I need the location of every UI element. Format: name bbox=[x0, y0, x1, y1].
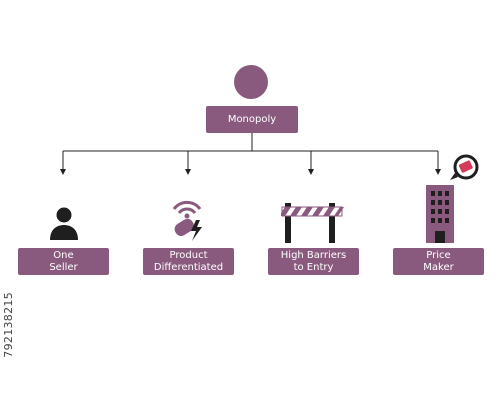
one-seller-line-2: Seller bbox=[49, 261, 78, 273]
high-barriers-line-2: to Entry bbox=[293, 261, 334, 273]
barrier-icon bbox=[281, 203, 344, 243]
price-maker-line-1: Price bbox=[426, 249, 451, 261]
high-barriers-line-1: High Barriers bbox=[280, 249, 347, 261]
box-product-differentiated: Product Differentiated bbox=[143, 248, 234, 275]
product-differentiated-line-2: Differentiated bbox=[153, 261, 224, 273]
product-differentiated-line-1: Product bbox=[169, 249, 208, 261]
root-box-monopoly: Monopoly bbox=[206, 106, 298, 133]
wireless-plug-icon bbox=[172, 200, 202, 241]
box-high-barriers: High Barriers to Entry bbox=[268, 248, 359, 275]
box-price-maker: Price Maker bbox=[393, 248, 484, 275]
building-price-tag-icon bbox=[426, 154, 479, 243]
box-one-seller: One Seller bbox=[18, 248, 109, 275]
root-label: Monopoly bbox=[227, 113, 277, 125]
stock-image-id: 792138215 bbox=[2, 292, 15, 358]
one-seller-line-1: One bbox=[53, 249, 74, 261]
person-icon bbox=[50, 207, 78, 240]
monopoly-circle-icon bbox=[234, 65, 268, 99]
price-maker-line-2: Maker bbox=[423, 261, 454, 273]
